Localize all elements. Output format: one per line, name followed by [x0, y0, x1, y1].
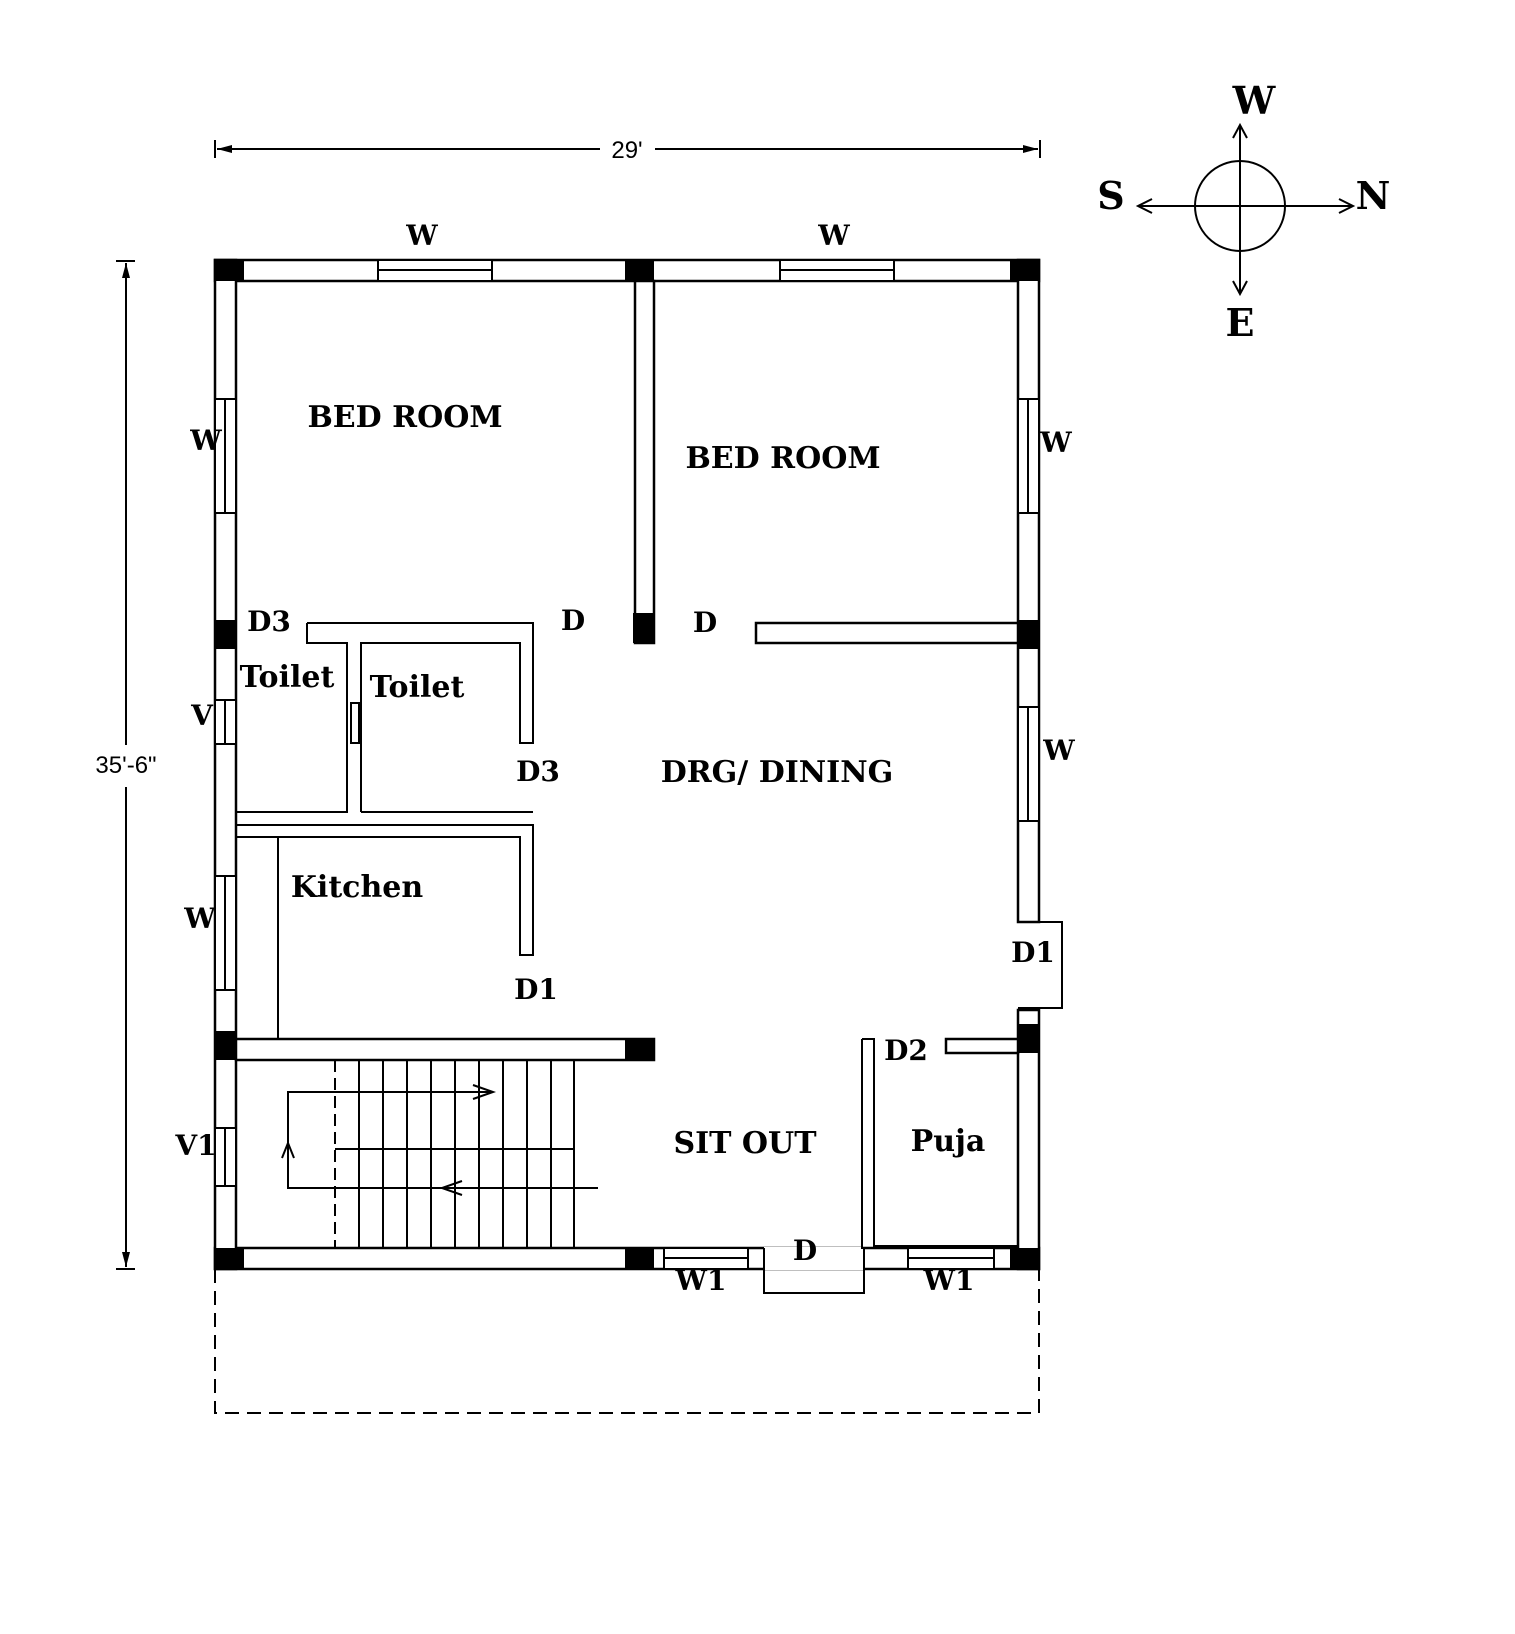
- room-labels: BED ROOM BED ROOM Toilet Toilet DRG/ DIN…: [240, 400, 986, 1161]
- room-label-toilet-left: Toilet: [240, 660, 335, 695]
- compass-south-label: S: [1097, 173, 1124, 218]
- columns: [215, 260, 1039, 1269]
- height-dimension-label: 35'-6": [95, 752, 156, 779]
- height-dimension: 35'-6": [95, 260, 157, 1270]
- room-label-puja: Puja: [911, 1124, 986, 1159]
- room-label-sit-out: SIT OUT: [673, 1126, 817, 1161]
- door-label-main: D: [793, 1234, 817, 1267]
- width-dimension: 29': [214, 137, 1041, 164]
- window-label-right-dining: W: [1042, 734, 1075, 767]
- compass-north-label: N: [1356, 173, 1391, 218]
- room-label-bedroom-right: BED ROOM: [685, 441, 880, 476]
- door-label-right-side: D1: [1011, 936, 1055, 969]
- window-label-bottom-right: W1: [923, 1264, 975, 1297]
- room-label-toilet-right: Toilet: [370, 670, 465, 705]
- window-label-right-bedroom: W: [1039, 426, 1072, 459]
- outer-windows: [214, 259, 1040, 1270]
- main-door-step: [763, 1247, 865, 1294]
- staircase: [281, 1060, 598, 1248]
- door-label-toilet-top: D3: [247, 605, 291, 638]
- width-dimension-label: 29': [611, 137, 642, 164]
- porch-outline: [214, 1269, 1040, 1414]
- room-label-kitchen: Kitchen: [291, 870, 423, 905]
- interior-walls: [234, 279, 1020, 1249]
- opening-labels: W W W W W W V V1 D3 D3 D D D1 D1 D2 D W1…: [174, 219, 1075, 1297]
- door-label-kitchen: D1: [514, 973, 558, 1006]
- compass-west-label: W: [1232, 78, 1277, 123]
- window-label-top-left: W: [405, 219, 438, 252]
- vent-label-toilet: V: [190, 699, 214, 732]
- window-label-left-kitchen: W: [183, 902, 216, 935]
- window-label-top-right: W: [817, 219, 850, 252]
- room-label-drawing-dining: DRG/ DINING: [661, 755, 894, 790]
- door-label-bedroom-right: D: [693, 606, 717, 639]
- door-label-toilet-side: D3: [516, 755, 560, 788]
- door-label-puja: D2: [884, 1034, 928, 1067]
- side-door-bump: [1018, 921, 1063, 1009]
- window-label-left-bedroom: W: [189, 424, 222, 457]
- room-label-bedroom-left: BED ROOM: [307, 400, 502, 435]
- window-label-bottom-left: W1: [675, 1264, 727, 1297]
- door-label-bedroom-left: D: [561, 604, 585, 637]
- vent-label-stair: V1: [174, 1129, 216, 1162]
- compass-rose: W S N E: [1097, 78, 1390, 345]
- compass-east-label: E: [1226, 300, 1255, 345]
